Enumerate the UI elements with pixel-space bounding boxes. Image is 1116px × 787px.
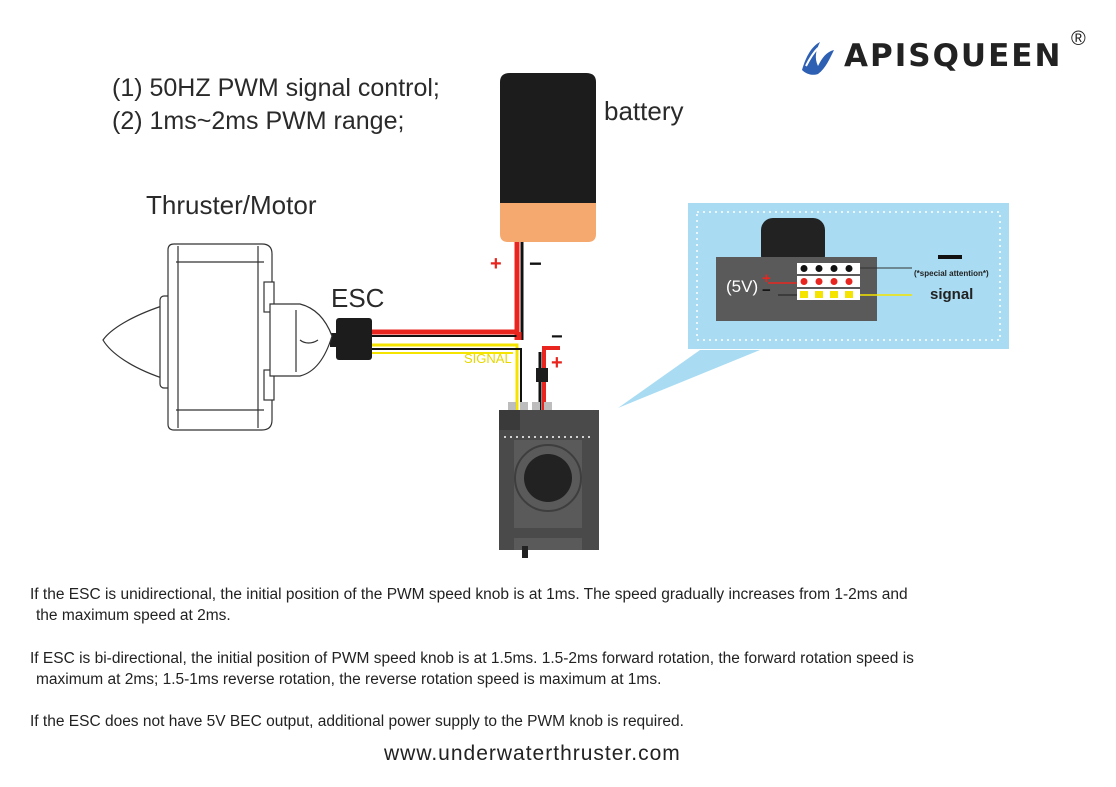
inset-minus-sign: − [762,282,771,299]
signal-wire-label: SIGNAL [464,351,512,366]
battery-plus-sign: + [490,253,502,275]
spec-line-pwm-frequency: (1) 50HZ PWM signal control; [112,74,440,102]
website-url: www.underwaterthruster.com [384,742,681,765]
battery-wires [514,242,524,340]
thruster-label: Thruster/Motor [146,190,317,220]
paragraph-bec-note: If the ESC does not have 5V BEC output, … [30,713,684,730]
inset-plus-sign: + [762,270,771,287]
inset-signal-label: signal [930,286,974,303]
inset-knob-cap [761,218,825,268]
inset-callout-pointer [618,350,760,408]
paragraph-unidirectional-line1: If the ESC is unidirectional, the initia… [30,586,908,603]
esc-power-wires [372,329,522,340]
wiring-diagram [102,73,1009,558]
registered-mark: ® [1071,28,1086,50]
battery-label: battery [604,96,684,126]
pwm-knob [499,402,599,558]
signal-wires [372,343,522,410]
esc-module [330,318,372,360]
inset-attention-note: (*special attention*) [914,269,989,278]
paragraph-unidirectional-line2: the maximum speed at 2ms. [36,607,231,624]
battery-minus-sign: − [529,251,542,276]
battery [500,73,596,242]
thruster-motor [102,243,333,431]
inset-panel [688,203,1009,349]
apisqueen-wave-logo-icon [802,42,834,75]
inset-voltage-label: (5V) [726,277,759,296]
paragraph-bidirectional-line1: If ESC is bi-directional, the initial po… [30,650,914,667]
brand-name: APISQUEEN [844,38,1063,74]
inset-pin-header [797,263,860,300]
pwm-knob-dial [524,454,572,502]
knob-plus-sign: + [551,352,563,374]
esc-label: ESC [331,283,385,313]
knob-minus-sign: − [551,326,563,348]
inset-minus-bar [938,255,962,259]
paragraph-bidirectional-line2: maximum at 2ms; 1.5-1ms reverse rotation… [36,671,662,688]
brand-logo: APISQUEEN ® [796,28,1096,88]
knob-power-wires [536,346,560,410]
spec-line-pwm-range: (2) 1ms~2ms PWM range; [112,107,405,135]
